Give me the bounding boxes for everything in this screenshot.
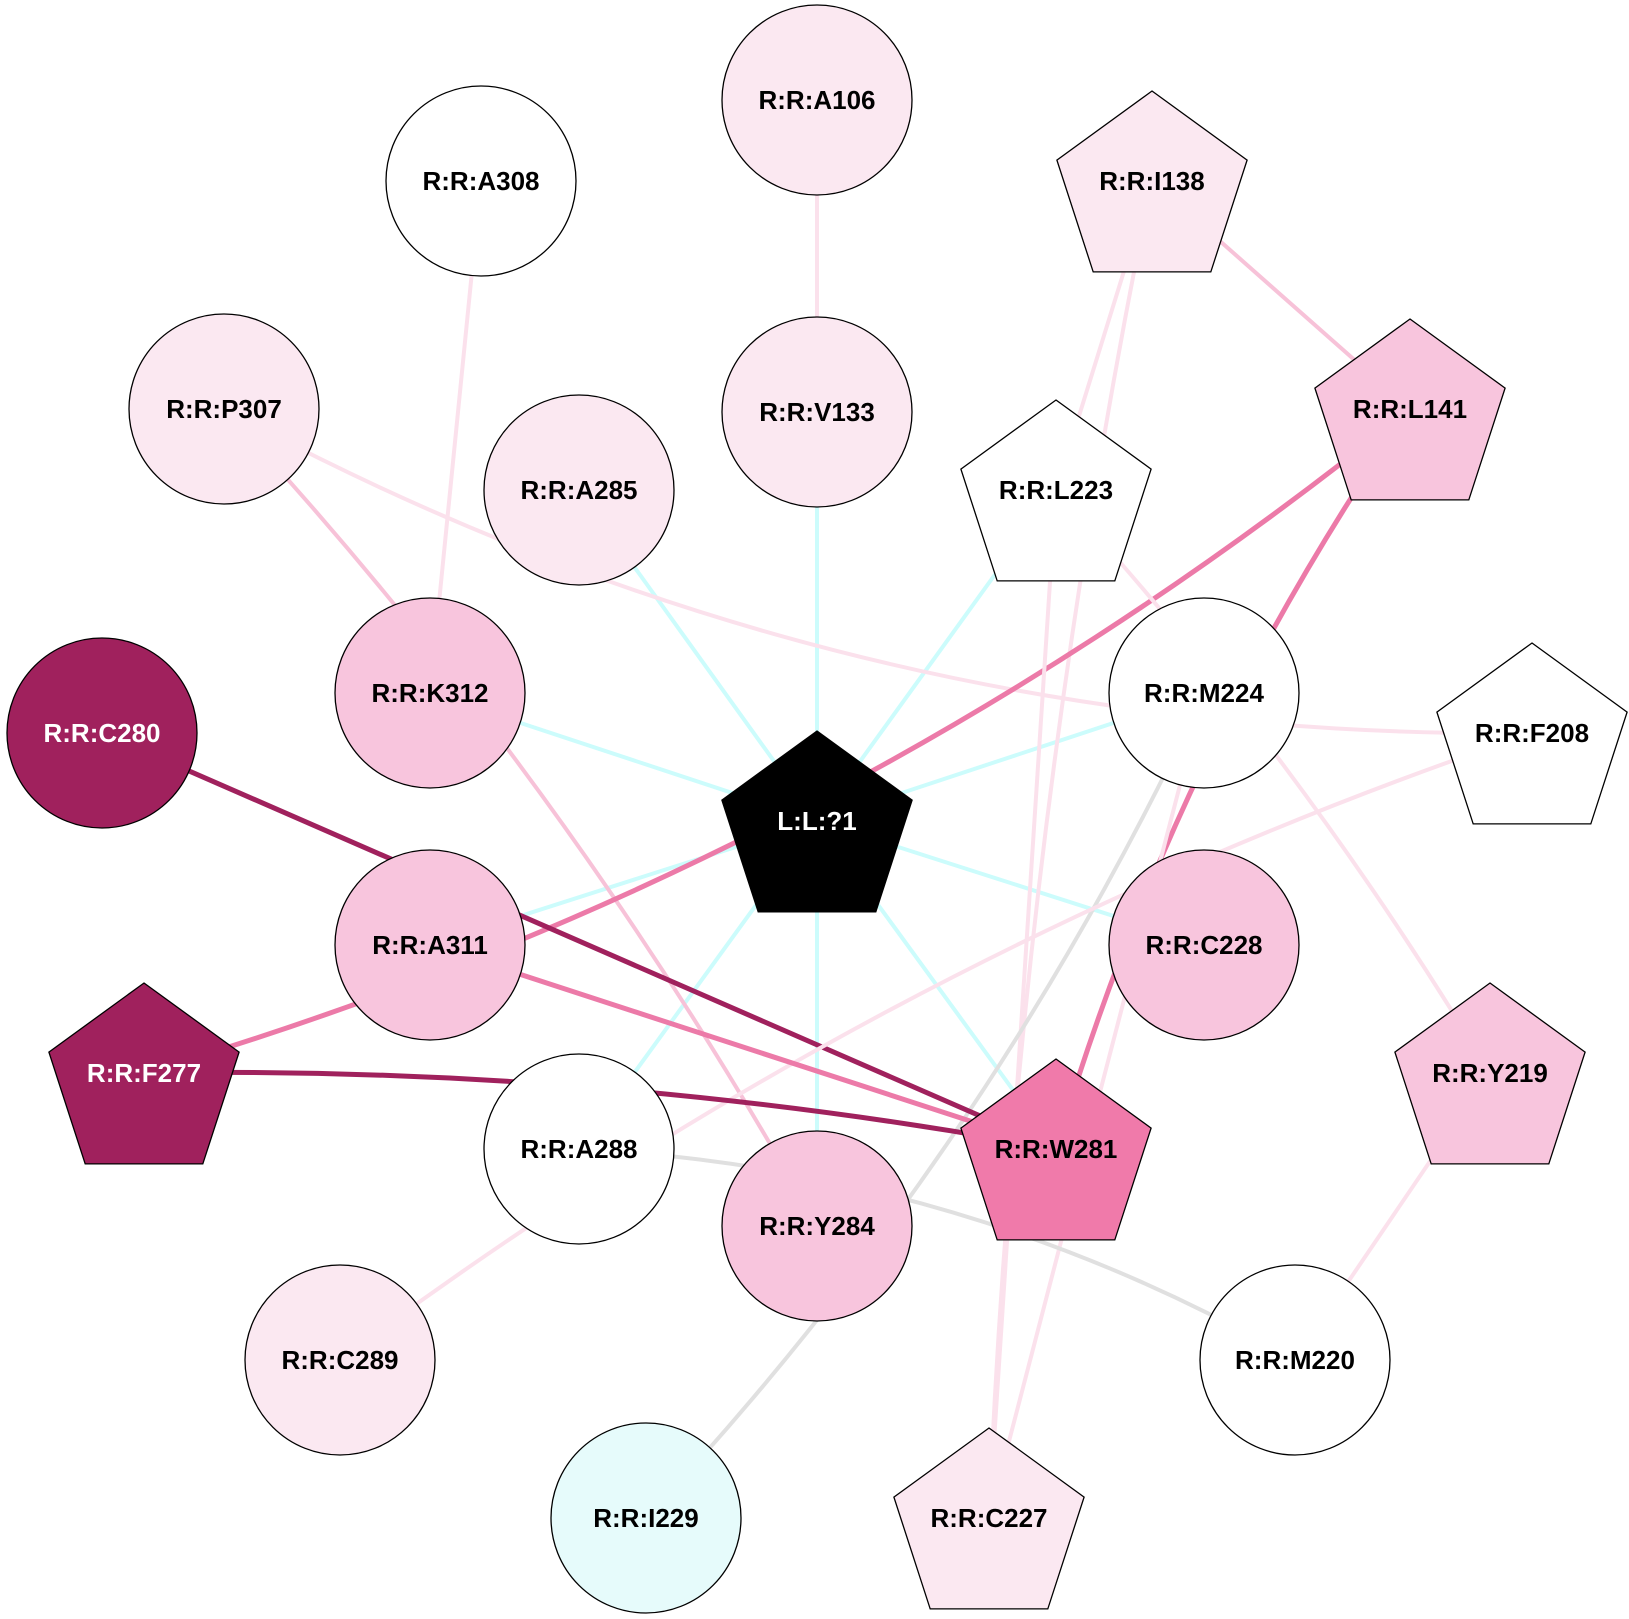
node-label: R:R:L141: [1353, 394, 1467, 424]
node-label: R:R:V133: [759, 397, 875, 427]
node-pentagon-shape: [960, 399, 1152, 582]
node-label: R:R:F208: [1475, 718, 1589, 748]
node-circle-shape: [1108, 849, 1300, 1041]
node-r-r-c280[interactable]: R:R:C280: [6, 637, 198, 829]
node-label: R:R:Y284: [759, 1211, 875, 1241]
edge-r-r-l223-to-r-r-y219: [1054, 488, 1492, 1075]
node-pentagon-shape: [960, 1058, 1152, 1241]
node-label: L:L:?1: [777, 806, 856, 836]
node-r-r-a288[interactable]: R:R:A288: [483, 1053, 675, 1245]
node-pentagon-shape: [1314, 318, 1506, 501]
node-r-r-m224[interactable]: R:R:M224: [1108, 597, 1300, 789]
node-label: R:R:A311: [372, 930, 488, 960]
node-r-r-f277[interactable]: R:R:F277: [48, 982, 240, 1165]
edge-r-r-m224-to-r-r-i229: [644, 691, 1206, 1520]
node-circle-shape: [550, 1422, 742, 1614]
node-r-r-l141[interactable]: R:R:L141: [1314, 318, 1506, 501]
node-r-r-k312[interactable]: R:R:K312: [334, 597, 526, 789]
node-r-r-a308[interactable]: R:R:A308: [385, 85, 577, 277]
node-circle-shape: [721, 4, 913, 196]
node-label: R:R:A288: [520, 1134, 637, 1164]
node-label: R:R:C227: [930, 1503, 1047, 1533]
edge-r-r-p307-to-r-r-y284: [222, 407, 819, 1228]
node-r-r-m220[interactable]: R:R:M220: [1199, 1264, 1391, 1456]
node-r-r-v133[interactable]: R:R:V133: [721, 316, 913, 508]
node-r-r-w281[interactable]: R:R:W281: [960, 1058, 1152, 1241]
node-circle-shape: [385, 85, 577, 277]
node-r-r-c228[interactable]: R:R:C228: [1108, 849, 1300, 1041]
node-label: R:R:C289: [281, 1345, 398, 1375]
node-circle-shape: [128, 313, 320, 505]
node-label: R:R:Y219: [1432, 1058, 1548, 1088]
node-circle-shape: [334, 597, 526, 789]
node-r-r-c227[interactable]: R:R:C227: [893, 1427, 1085, 1610]
node-circle-shape: [334, 849, 526, 1041]
edge-r-r-i138-to-r-r-c227: [987, 179, 1154, 1520]
node-label: R:R:A106: [758, 85, 875, 115]
node-circle-shape: [6, 637, 198, 829]
node-circle-shape: [1199, 1264, 1391, 1456]
node-circle-shape: [721, 1130, 913, 1322]
node-pentagon-shape: [721, 730, 913, 913]
node-r-r-y219[interactable]: R:R:Y219: [1394, 982, 1586, 1165]
node-pentagon-shape: [1056, 90, 1248, 273]
node-r-r-p307[interactable]: R:R:P307: [128, 313, 320, 505]
node-label: R:R:M220: [1235, 1345, 1355, 1375]
node-label: R:R:A308: [422, 166, 539, 196]
node-label: R:R:L223: [999, 475, 1113, 505]
edge-r-r-p307-to-r-r-f208: [222, 407, 1534, 736]
node-r-r-i229[interactable]: R:R:I229: [550, 1422, 742, 1614]
node-label: R:R:W281: [995, 1134, 1118, 1164]
edge-r-r-a288-to-r-r-m220: [577, 1147, 1297, 1362]
node-circle-shape: [483, 394, 675, 586]
node-circle-shape: [1108, 597, 1300, 789]
node-circle-shape: [721, 316, 913, 508]
node-pentagon-shape: [893, 1427, 1085, 1610]
node-label: R:R:A285: [520, 475, 637, 505]
node-r-r-a311[interactable]: R:R:A311: [334, 849, 526, 1041]
node-circle-shape: [483, 1053, 675, 1245]
node-l-l-1[interactable]: L:L:?1: [721, 730, 913, 913]
node-r-r-l223[interactable]: R:R:L223: [960, 399, 1152, 582]
node-label: R:R:I138: [1099, 166, 1204, 196]
node-label: R:R:K312: [371, 678, 488, 708]
node-r-r-f208[interactable]: R:R:F208: [1436, 642, 1628, 825]
node-r-r-a106[interactable]: R:R:A106: [721, 4, 913, 196]
node-label: R:R:C228: [1145, 930, 1262, 960]
node-r-r-c289[interactable]: R:R:C289: [244, 1264, 436, 1456]
node-label: R:R:I229: [593, 1503, 698, 1533]
edge-r-r-c280-to-r-r-w281: [99, 730, 1059, 1152]
edge-r-r-l223-to-r-r-c227: [987, 488, 1058, 1520]
node-pentagon-shape: [48, 982, 240, 1165]
node-label: R:R:C280: [43, 718, 160, 748]
node-r-r-a285[interactable]: R:R:A285: [483, 394, 675, 586]
node-label: R:R:F277: [87, 1058, 201, 1088]
node-circle-shape: [244, 1264, 436, 1456]
node-label: R:R:M224: [1144, 678, 1264, 708]
node-r-r-i138[interactable]: R:R:I138: [1056, 90, 1248, 273]
node-label: R:R:P307: [166, 394, 282, 424]
node-pentagon-shape: [1394, 982, 1586, 1165]
node-r-r-y284[interactable]: R:R:Y284: [721, 1130, 913, 1322]
edge-r-r-f208-to-r-r-c289: [338, 731, 1534, 1362]
node-pentagon-shape: [1436, 642, 1628, 825]
